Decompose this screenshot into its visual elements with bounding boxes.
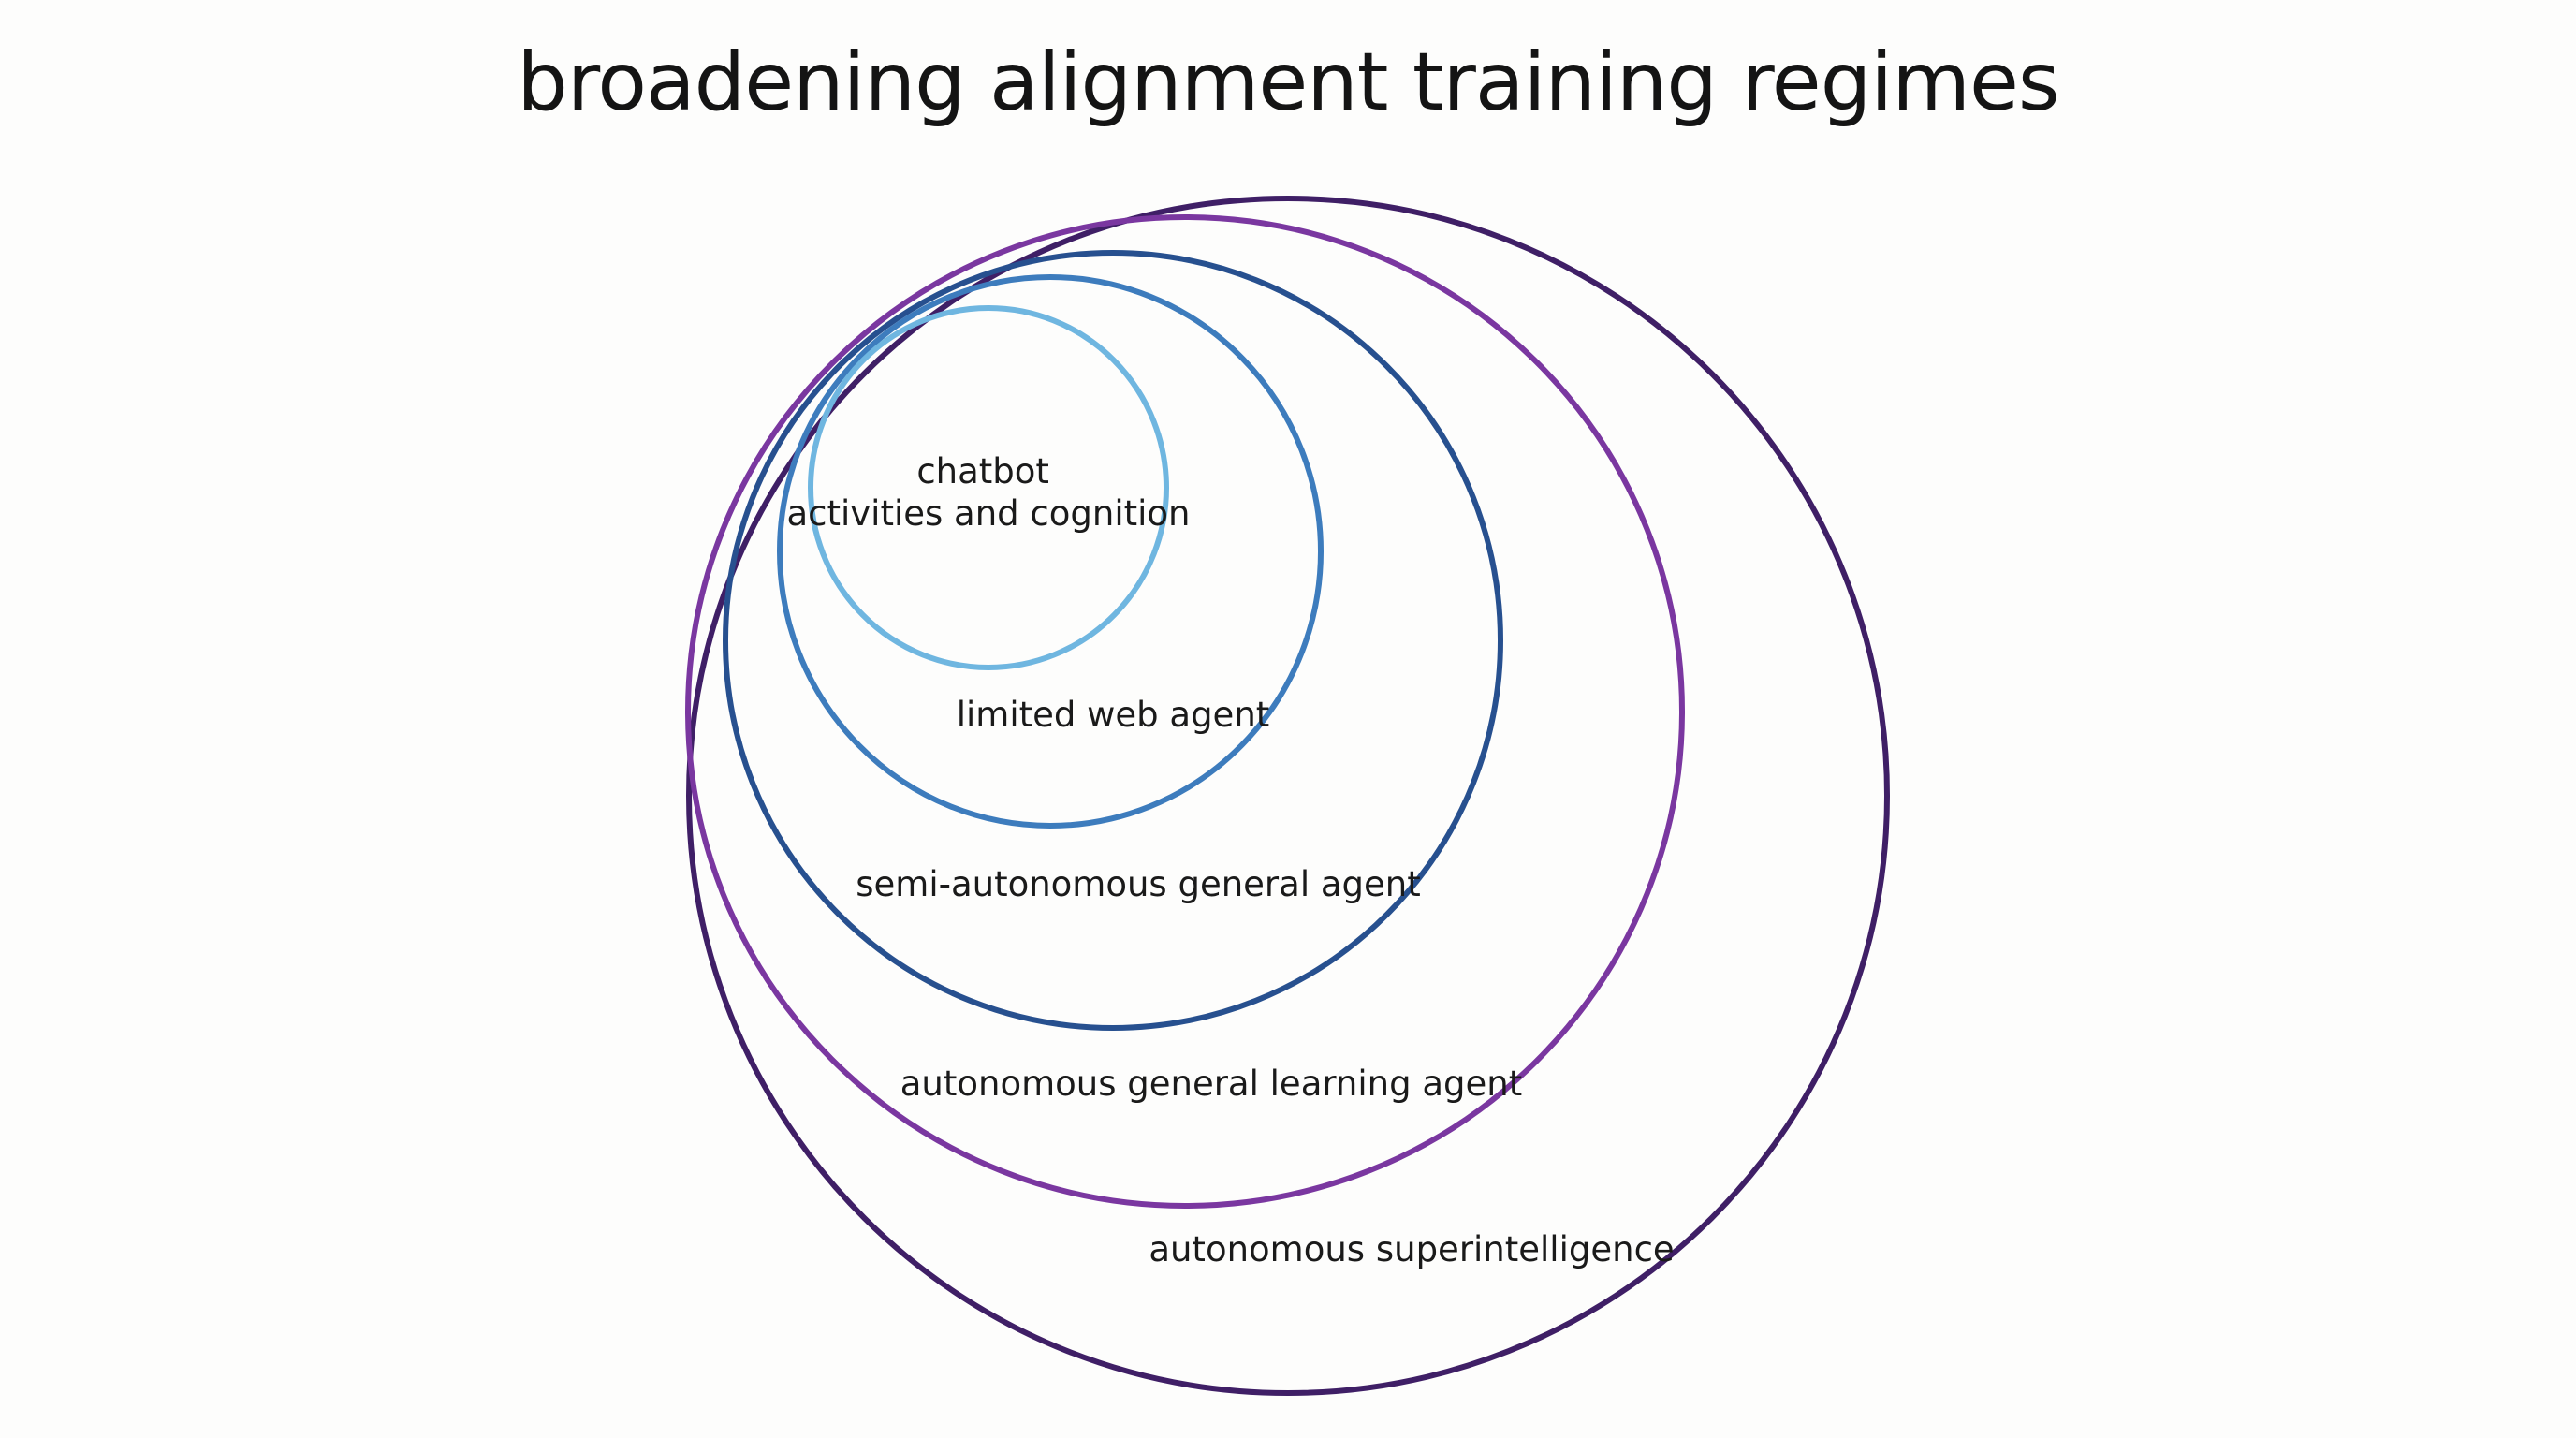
ring-autonomous-general-learning-agent — [685, 214, 1685, 1209]
diagram-title: broadening alignment training regimes — [517, 36, 2059, 129]
ring-autonomous-superintelligence — [686, 196, 1890, 1396]
label-semi-autonomous-general-agent: semi-autonomous general agent — [856, 864, 1421, 904]
label-chatbot-line2: activities and cognition — [786, 493, 1190, 534]
label-chatbot: chatbot activities and cognition — [786, 451, 1190, 534]
label-autonomous-superintelligence: autonomous superintelligence — [1149, 1229, 1674, 1269]
ring-semi-autonomous-general-agent — [723, 250, 1503, 1031]
ring-limited-web-agent — [777, 274, 1324, 829]
label-autonomous-general-learning-agent: autonomous general learning agent — [900, 1064, 1523, 1104]
ring-chatbot — [808, 305, 1169, 670]
label-limited-web-agent: limited web agent — [957, 695, 1270, 735]
label-chatbot-line1: chatbot — [916, 451, 1049, 492]
